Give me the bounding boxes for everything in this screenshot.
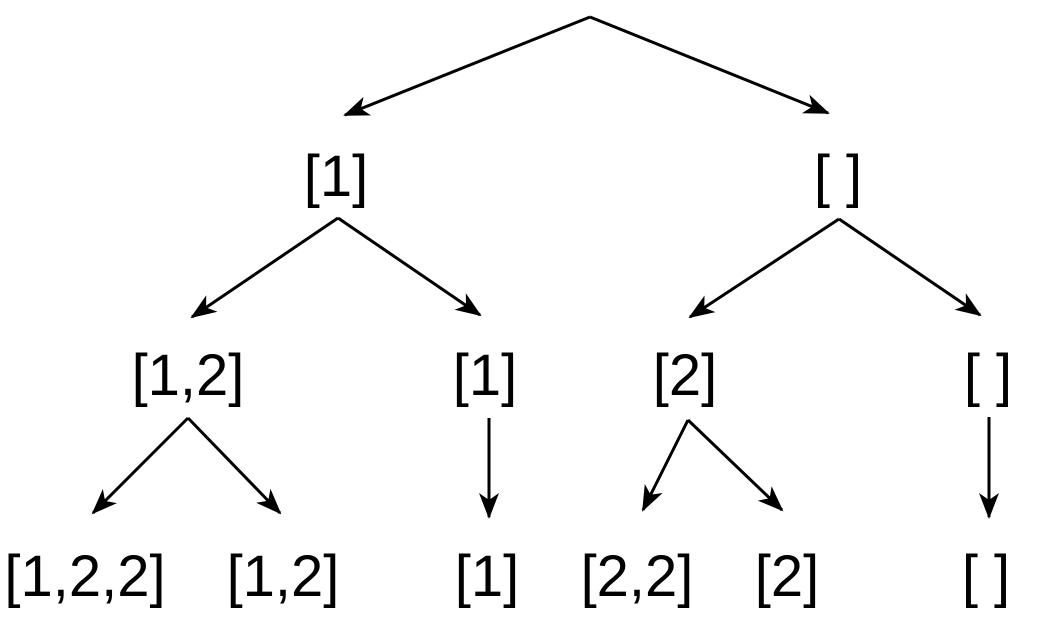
tree-node-level3-5: [2] xyxy=(755,544,820,609)
tree-edge-arrow xyxy=(641,419,690,512)
tree-node-level1-right: [ ] xyxy=(814,144,862,209)
tree-edge-arrow xyxy=(337,216,482,317)
tree-edge-arrow xyxy=(838,217,982,317)
tree-edge-arrow xyxy=(186,416,282,515)
tree-nodes: [1] [ ] [1,2] [1] [2] [ ] [1,2,2] [1,2] [1] [2,2]… xyxy=(4,144,1012,609)
tree-node-level3-1: [1,2,2] xyxy=(4,544,165,609)
tree-node-level2-4: [ ] xyxy=(964,343,1012,408)
tree-node-level3-6: [ ] xyxy=(962,544,1010,609)
tree-edge-arrow xyxy=(688,217,840,319)
tree-edge-arrow xyxy=(589,15,830,115)
tree-node-level2-1: [1,2] xyxy=(132,343,245,408)
tree-edge-arrow xyxy=(343,15,591,117)
tree-node-level3-4: [2,2] xyxy=(581,544,694,609)
tree-edge-arrow xyxy=(91,416,190,515)
tree-node-level3-3: [1] xyxy=(455,544,520,609)
tree-node-level2-3: [2] xyxy=(653,343,718,408)
tree-node-level1-left: [1] xyxy=(304,144,369,209)
tree-edge-arrow xyxy=(190,216,339,319)
tree-edges xyxy=(91,15,999,519)
tree-node-level3-2: [1,2] xyxy=(227,544,340,609)
tree-node-level2-2: [1] xyxy=(453,343,518,408)
tree-edge-arrow xyxy=(686,418,784,512)
